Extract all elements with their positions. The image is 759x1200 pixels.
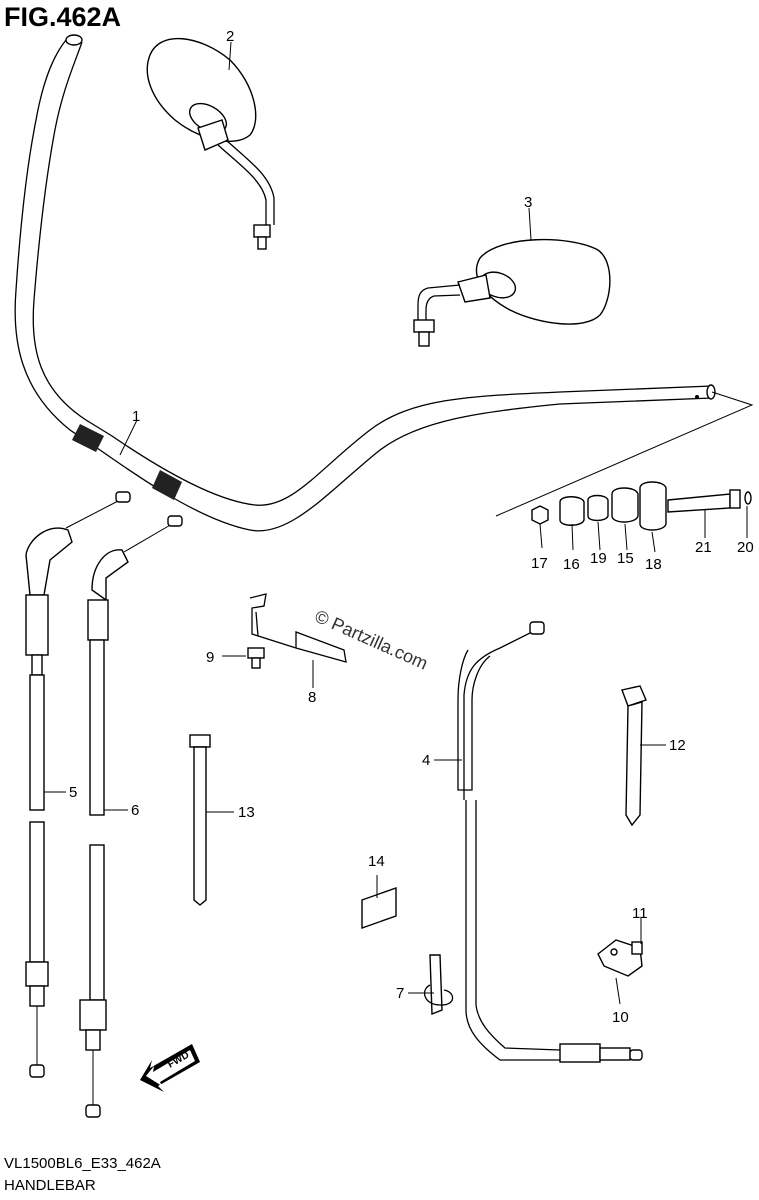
callout-10: 10 (612, 1009, 629, 1026)
section-name: HANDLEBAR (4, 1177, 96, 1194)
callout-16: 16 (563, 556, 580, 573)
callout-20: 20 (737, 539, 754, 556)
handlebar[interactable] (14, 34, 754, 532)
caution-label[interactable] (361, 887, 397, 929)
bracket[interactable] (597, 939, 643, 977)
throttle-cable-return[interactable] (79, 515, 183, 1118)
callout-1: 1 (132, 408, 140, 425)
callout-18: 18 (645, 556, 662, 573)
callout-15: 15 (617, 550, 634, 567)
callout-7: 7 (396, 985, 404, 1002)
leader-lines (44, 41, 748, 1005)
clamp-bolt[interactable] (247, 647, 265, 669)
callout-8: 8 (308, 689, 316, 706)
callout-5: 5 (69, 784, 77, 801)
callout-4: 4 (422, 752, 430, 769)
mount-hardware[interactable] (531, 481, 752, 531)
bracket-screw[interactable] (631, 941, 643, 955)
callout-17: 17 (531, 555, 548, 572)
callout-19: 19 (590, 550, 607, 567)
mirror-right[interactable] (413, 238, 611, 347)
callout-21: 21 (695, 539, 712, 556)
figure-title: FIG.462A (4, 2, 122, 32)
cable-tie-small[interactable] (189, 734, 211, 906)
callout-14: 14 (368, 853, 385, 870)
cable-tie-large[interactable] (621, 685, 647, 827)
callout-12: 12 (669, 737, 686, 754)
clutch-cable-adjuster (559, 1043, 643, 1063)
cable-clamp[interactable] (249, 593, 347, 663)
callout-13: 13 (238, 804, 255, 821)
forward-arrow-icon (140, 1044, 200, 1092)
callout-3: 3 (524, 194, 532, 211)
model-code: VL1500BL6_E33_462A (4, 1155, 161, 1172)
knurl-marking-left (72, 424, 182, 500)
callout-9: 9 (206, 649, 214, 666)
callout-2: 2 (226, 28, 234, 45)
callout-6: 6 (131, 802, 139, 819)
cable-guide[interactable] (423, 954, 454, 1016)
throttle-cable-pull[interactable] (25, 491, 131, 1078)
clutch-cable[interactable] (457, 621, 643, 1063)
callout-11: 11 (632, 905, 648, 922)
callout-numbers: 1 2 3 4 5 6 7 8 9 10 11 12 13 14 15 16 1… (69, 28, 754, 1026)
mirror-left[interactable] (146, 37, 275, 250)
